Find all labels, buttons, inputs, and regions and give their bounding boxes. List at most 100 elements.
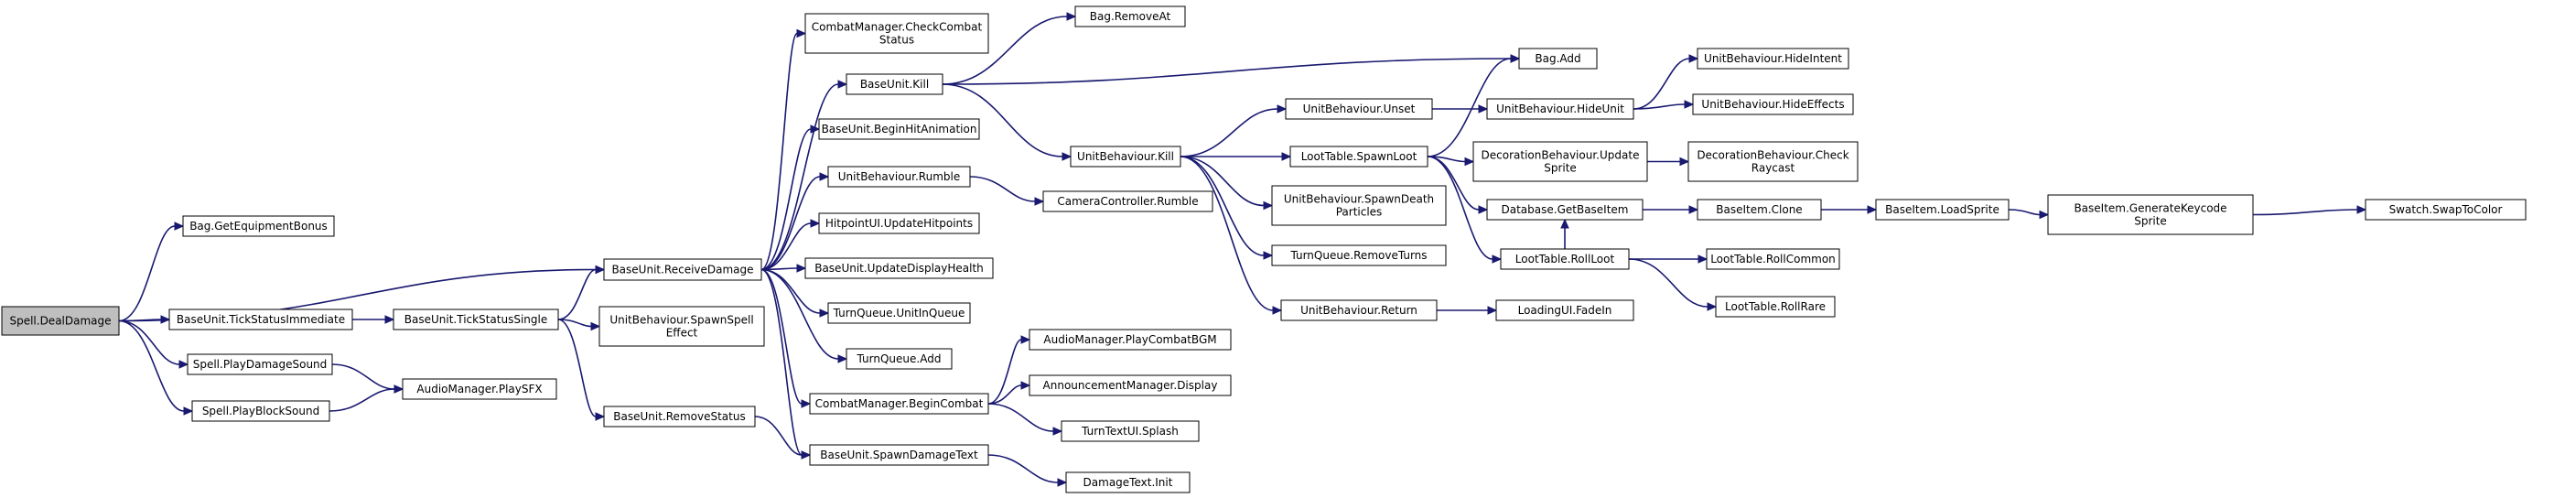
function-node[interactable]: UnitBehaviour.Rumble (827, 166, 971, 188)
call-edge (329, 384, 404, 412)
call-edge (1180, 156, 1283, 315)
node-box (1715, 296, 1836, 318)
function-node[interactable]: CombatManager.BeginCombat (809, 393, 989, 415)
function-node[interactable]: TurnQueue.UnitInQueue (827, 302, 971, 324)
arrow-head-icon (1057, 478, 1068, 487)
function-node[interactable]: BaseUnit.TickStatusImmediate (168, 309, 353, 330)
arrow-head-icon (384, 315, 395, 324)
function-node[interactable]: BaseUnit.RemoveStatus (603, 406, 756, 428)
edge-line (760, 32, 798, 271)
edge-line (1633, 103, 1686, 110)
node-label: Spell.DealDamage (9, 315, 111, 328)
node-box (1042, 190, 1213, 212)
function-node[interactable]: UnitBehaviour.Unset (1285, 98, 1433, 120)
edge-line (331, 363, 395, 390)
call-edge (760, 268, 812, 408)
function-node[interactable]: BaseUnit.ReceiveDamage (603, 258, 762, 281)
function-node[interactable]: LootTable.SpawnLoot (1289, 146, 1428, 168)
arrow-head-icon (1867, 205, 1878, 214)
arrow-head-icon (1052, 427, 1063, 436)
call-edge (352, 315, 395, 324)
arrow-head-icon (1062, 152, 1072, 161)
function-node[interactable]: Spell.DealDamage (1, 306, 120, 336)
edge-line (760, 268, 803, 405)
node-box (809, 393, 989, 415)
node-label: UnitBehaviour.SpawnSpell (609, 314, 753, 327)
edge-line (329, 388, 395, 412)
function-node[interactable]: BaseUnit.BeginHitAnimation (818, 118, 980, 140)
function-node[interactable]: BaseUnit.TickStatusSingle (393, 309, 559, 330)
function-node[interactable]: Bag.RemoveAt (1074, 5, 1186, 27)
function-node[interactable]: LootTable.RollLoot (1500, 248, 1630, 270)
node-label: CombatManager.CheckCombat (812, 21, 983, 34)
node-label: LootTable.SpawnLoot (1301, 150, 1417, 163)
function-node[interactable]: BaseUnit.UpdateDisplayHealth (804, 257, 994, 279)
arrow-head-icon (1560, 218, 1569, 229)
function-node[interactable]: LoadingUI.FadeIn (1495, 299, 1634, 321)
arrow-head-icon (1510, 54, 1521, 63)
call-edge (1628, 254, 1708, 264)
function-node[interactable]: UnitBehaviour.HideEffects (1692, 93, 1854, 115)
call-edge (1180, 156, 1274, 211)
function-node[interactable]: UnitBehaviour.HideUnit (1486, 98, 1634, 120)
function-node[interactable]: UnitBehaviour.Return (1280, 299, 1438, 321)
node-box (598, 306, 765, 347)
call-edge (760, 268, 848, 363)
node-label: UnitBehaviour.Rumble (838, 170, 960, 183)
function-node[interactable]: UnitBehaviour.Kill (1070, 146, 1181, 168)
node-box (846, 73, 943, 95)
node-box (187, 353, 333, 375)
node-box (1285, 98, 1433, 120)
function-node[interactable]: Swatch.SwapToColor (2365, 199, 2527, 221)
arrow-head-icon (1707, 302, 1718, 311)
node-box (1065, 471, 1191, 493)
edge-line (2008, 209, 2041, 216)
function-node[interactable]: DamageText.Init (1065, 471, 1191, 493)
node-label: TurnQueue.RemoveTurns (1289, 249, 1427, 262)
function-node[interactable]: BaseUnit.SpawnDamageText (809, 444, 989, 466)
arrow-head-icon (819, 309, 830, 318)
function-node[interactable]: LootTable.RollRare (1715, 296, 1836, 318)
function-node[interactable]: Bag.Add (1518, 48, 1598, 70)
function-node[interactable]: LootTable.RollCommon (1706, 248, 1840, 270)
function-node[interactable]: AudioManager.PlaySFX (402, 378, 557, 400)
node-box (1061, 420, 1200, 442)
function-node[interactable]: UnitBehaviour.HideIntent (1697, 48, 1849, 70)
function-node[interactable]: Bag.GetEquipmentBonus (182, 215, 335, 237)
function-node[interactable]: BaseUnit.Kill (846, 73, 943, 95)
call-edge (1560, 218, 1569, 249)
call-graph-edges (118, 12, 2367, 487)
function-node[interactable]: Spell.PlayBlockSound (191, 400, 330, 422)
call-edge (987, 454, 1068, 487)
node-box (846, 348, 953, 370)
function-node[interactable]: TurnQueue.RemoveTurns (1271, 244, 1447, 266)
function-node[interactable]: TurnTextUI.Splash (1061, 420, 1200, 442)
call-edge (760, 219, 821, 271)
function-node[interactable]: BaseItem.LoadSprite (1875, 199, 2010, 221)
function-node[interactable]: Database.GetBaseItem (1486, 199, 1644, 221)
node-label: AudioManager.PlaySFX (416, 383, 542, 395)
call-edge (987, 403, 1063, 436)
function-node[interactable]: CameraController.Rumble (1042, 190, 1213, 212)
node-box (1697, 199, 1822, 221)
call-edge (118, 319, 194, 416)
edge-line (1180, 156, 1265, 207)
function-node[interactable]: TurnQueue.Add (846, 348, 953, 370)
function-node[interactable]: BaseItem.Clone (1697, 199, 1822, 221)
function-node[interactable]: HitpointUI.UpdateHitpoints (818, 212, 980, 234)
node-label: Database.GetBaseItem (1502, 203, 1629, 216)
arrow-head-icon (1487, 306, 1498, 315)
function-node[interactable]: Spell.PlayDamageSound (187, 353, 333, 375)
function-node[interactable]: AnnouncementManager.Display (1029, 374, 1232, 396)
function-node[interactable]: AudioManager.PlayCombatBGM (1029, 329, 1232, 351)
node-label: BaseUnit.SpawnDamageText (820, 449, 978, 461)
node-label: BaseUnit.Kill (860, 78, 929, 91)
node-label: CameraController.Rumble (1057, 195, 1198, 208)
